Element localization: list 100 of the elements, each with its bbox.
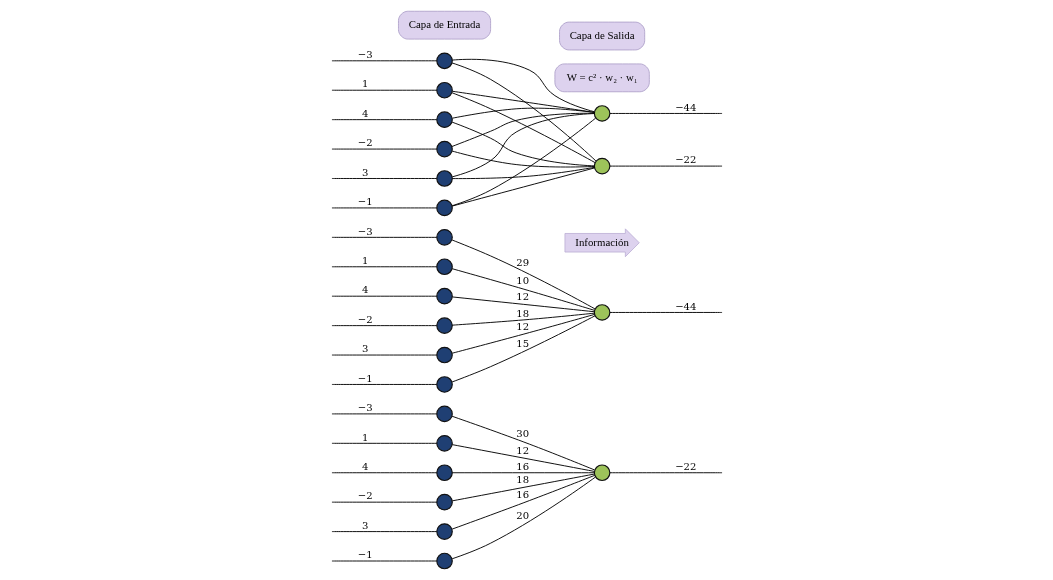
node-circle (435, 199, 453, 217)
edge-label: 4 (361, 284, 368, 296)
connector (451, 444, 595, 472)
node-circle (593, 105, 610, 122)
edge-label: 1 (361, 78, 368, 90)
connector (331, 560, 437, 562)
connector (331, 325, 437, 327)
edge-label: −3 (357, 225, 373, 237)
node-circle (435, 376, 453, 393)
connector (331, 148, 437, 150)
edge-label: 18 (515, 474, 529, 486)
connector (451, 121, 595, 167)
node-circle (435, 140, 453, 158)
edge-label: −2 (357, 490, 373, 502)
connector (451, 107, 595, 119)
node-circle (435, 346, 453, 364)
connector (451, 166, 595, 180)
edge-label: −22 (674, 460, 696, 472)
connector (331, 501, 437, 503)
connector (609, 472, 723, 474)
connector (331, 531, 437, 533)
connector (331, 119, 437, 121)
edge-label: 30 (515, 427, 529, 439)
connector (451, 90, 595, 113)
connector (451, 474, 595, 530)
node-circle (435, 170, 453, 187)
connector (451, 313, 595, 354)
edge-label: 4 (361, 460, 368, 472)
edge-label: 4 (361, 107, 368, 119)
edge-label: −22 (674, 154, 696, 166)
connector (451, 113, 595, 178)
edge-label: 1 (361, 431, 368, 443)
edge-label: −1 (357, 372, 373, 384)
node-circle (435, 111, 453, 128)
connector (331, 413, 437, 415)
edge-label: 12 (515, 444, 529, 456)
edge-label: −2 (357, 313, 373, 325)
connector (331, 472, 437, 474)
node-box: Capa de Entrada (397, 10, 491, 40)
node-box: Capa de Salida (558, 21, 645, 51)
connector (451, 476, 596, 560)
edge-label: −2 (357, 137, 373, 149)
connector (451, 167, 595, 207)
connector (609, 113, 723, 114)
connector (331, 266, 437, 268)
node-circle (593, 464, 610, 482)
connector (609, 165, 723, 167)
connector (451, 62, 596, 162)
edge-label: 3 (361, 343, 368, 355)
connector (331, 442, 437, 444)
edge-label: 10 (515, 275, 529, 287)
node-circle (435, 52, 453, 70)
connector (451, 239, 595, 310)
connector (451, 58, 595, 113)
connector (451, 268, 595, 311)
connector (331, 207, 437, 209)
edge-label: −44 (674, 300, 696, 312)
node-circle (435, 287, 453, 305)
edge-label: 12 (515, 320, 529, 332)
edge-label: 1 (361, 254, 368, 266)
edge-label: 3 (361, 519, 368, 531)
node-circle (435, 552, 453, 570)
connector (451, 296, 595, 313)
connector (331, 236, 437, 238)
node-circle (435, 435, 453, 452)
connector (331, 354, 437, 356)
node-circle (435, 405, 453, 423)
edge-label: 18 (515, 307, 529, 319)
edge-label: −3 (357, 402, 373, 414)
edge-label: 16 (515, 488, 529, 500)
node-circle (435, 81, 453, 99)
connector (451, 312, 595, 326)
connector (331, 89, 437, 91)
connector (451, 150, 595, 168)
edge-label: −44 (674, 101, 696, 113)
connector (331, 295, 437, 297)
edge-label: −1 (357, 196, 373, 208)
edge-label: 3 (361, 166, 368, 178)
connector (451, 415, 595, 471)
connector (331, 384, 437, 385)
connector (331, 178, 437, 179)
connector (331, 60, 437, 62)
edge-label: 29 (515, 256, 529, 268)
node-circle (435, 464, 453, 482)
edge-label: 20 (515, 509, 529, 521)
connector (451, 315, 595, 383)
node-circle (435, 523, 453, 540)
connector (451, 92, 595, 163)
connector (451, 473, 595, 502)
edge-label: 12 (515, 291, 529, 303)
edge-label: 15 (515, 337, 529, 349)
connector (451, 472, 595, 474)
edge-label: 16 (515, 460, 529, 472)
node-circle (435, 258, 453, 276)
node-circle (435, 317, 453, 334)
connector (451, 117, 596, 207)
node-box: W = c² · w₂ · w₁ (554, 63, 650, 93)
node-circle (435, 229, 453, 246)
node-circle (593, 304, 610, 321)
edge-label: −1 (357, 549, 373, 561)
